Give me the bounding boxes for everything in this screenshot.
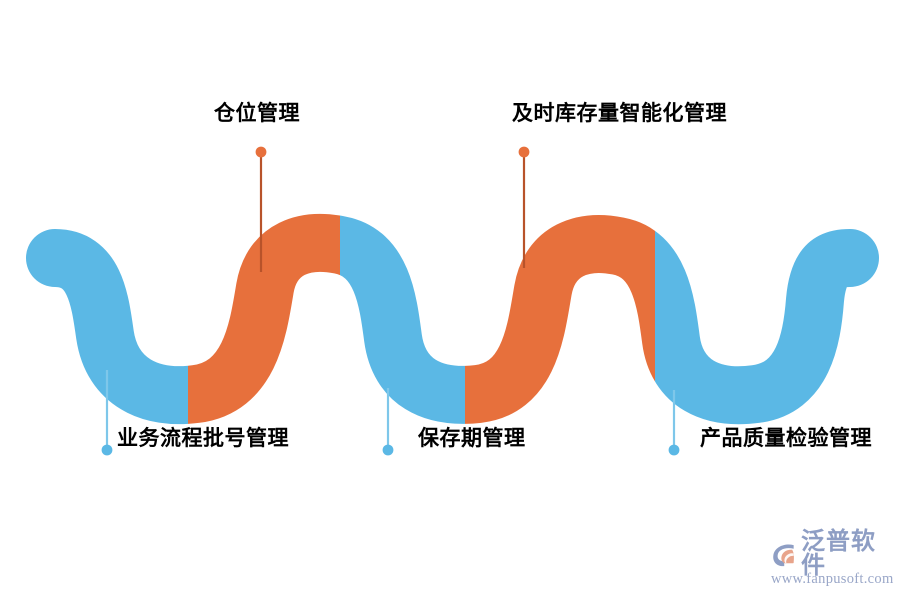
connector-dot-bottom-2[interactable] — [382, 444, 394, 456]
node-label-jishi-kucunliang[interactable]: 及时库存量智能化管理 — [512, 102, 727, 125]
connector-group — [105, 155, 676, 449]
ribbon-segment-group — [55, 243, 850, 395]
node-label-baocunqi-guanli[interactable]: 保存期管理 — [418, 427, 526, 450]
node-label-cangwei-guanli[interactable]: 仓位管理 — [214, 102, 300, 125]
watermark-logo: 泛普软件 www.fanpusoft.com — [769, 530, 894, 590]
node-label-yewu-liucheng[interactable]: 业务流程批号管理 — [117, 427, 289, 450]
connector-dot-bottom-3[interactable] — [668, 444, 680, 456]
connector-dot-bottom-1[interactable] — [101, 444, 113, 456]
brand-name-text: 泛普软件 — [801, 528, 876, 579]
fanpu-brand-icon — [769, 540, 798, 569]
connector-dot-group — [101, 146, 680, 456]
node-label-chanpin-zhiliang[interactable]: 产品质量检验管理 — [700, 427, 872, 450]
connector-dot-top-2[interactable] — [518, 146, 530, 158]
connector-dot-top-1[interactable] — [255, 146, 267, 158]
brand-url-text: www.fanpusoft.com — [771, 571, 894, 587]
logo-row: 泛普软件 — [769, 530, 891, 578]
